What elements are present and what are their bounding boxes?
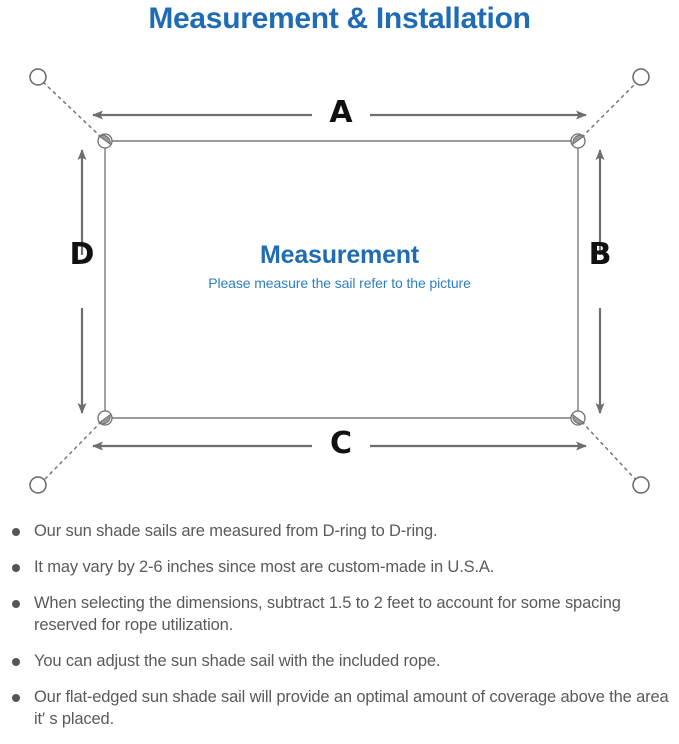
rope-lines (43, 82, 637, 481)
rope-bottom-left (43, 421, 102, 481)
rope-top-right (581, 82, 637, 138)
dimension-label-d: D (69, 237, 95, 272)
bullet-icon (12, 658, 20, 666)
anchor-bottom-right-circle (632, 476, 650, 494)
rope-top-left (43, 82, 102, 138)
measurement-diagram: A B C D (0, 40, 679, 510)
note-text: Our sun shade sails are measured from D-… (34, 522, 438, 540)
note-text: You can adjust the sun shade sail with t… (34, 652, 441, 670)
anchor-top-left-circle (29, 68, 47, 86)
list-item: It may vary by 2-6 inches since most are… (0, 556, 679, 578)
bullet-icon (12, 564, 20, 572)
dimension-label-a: A (329, 95, 353, 130)
list-item: You can adjust the sun shade sail with t… (0, 650, 679, 672)
note-text: Our flat-edged sun shade sail will provi… (34, 688, 669, 728)
note-text: It may vary by 2-6 inches since most are… (34, 558, 495, 576)
bullet-icon (12, 600, 20, 608)
dimension-label-c: C (329, 426, 353, 461)
sail-rectangle (104, 140, 579, 419)
page-title: Measurement & Installation (148, 2, 531, 35)
bullet-icon (12, 694, 20, 702)
dimension-label-b: B (588, 237, 612, 272)
notes-list: Our sun shade sails are measured from D-… (0, 520, 679, 744)
bullet-icon (12, 528, 20, 536)
note-text: When selecting the dimensions, subtract … (34, 594, 621, 634)
anchor-points (29, 68, 650, 494)
list-item: Our sun shade sails are measured from D-… (0, 520, 679, 542)
rope-bottom-right (581, 421, 637, 481)
list-item: Our flat-edged sun shade sail will provi… (0, 686, 679, 730)
anchor-bottom-left-circle (29, 476, 47, 494)
list-item: When selecting the dimensions, subtract … (0, 592, 679, 636)
anchor-top-right-circle (632, 68, 650, 86)
